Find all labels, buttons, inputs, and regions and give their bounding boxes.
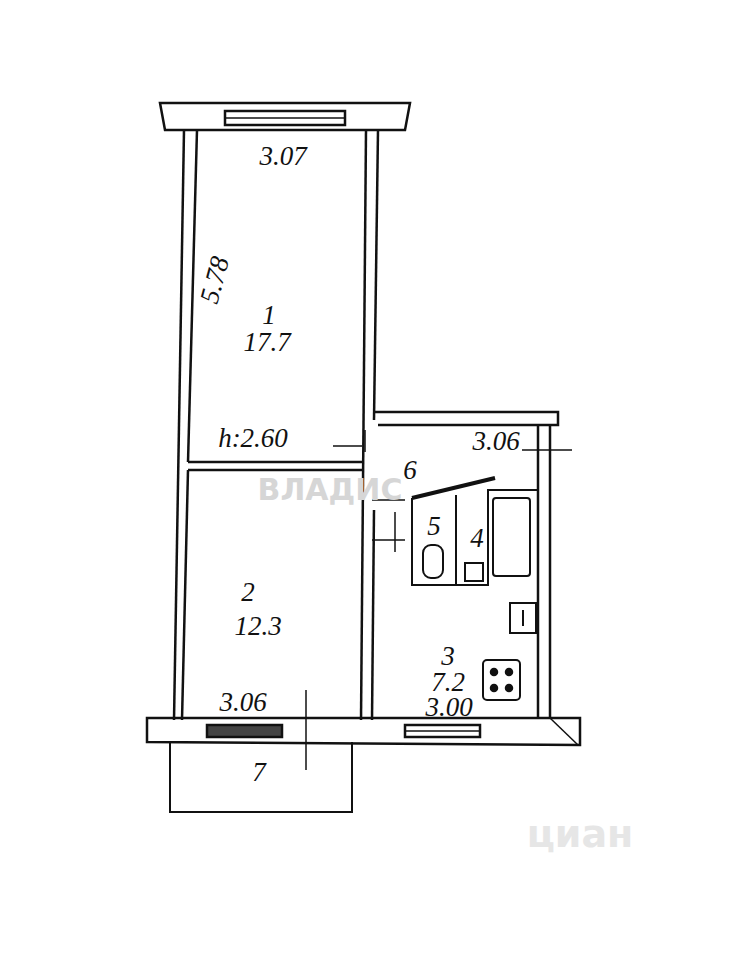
room-label: 6 [403,457,417,484]
door-tick [394,512,396,552]
room-label: 3.06 [219,689,266,716]
toilet [423,545,443,578]
dimension-tick [522,449,572,451]
wall [372,510,374,720]
wall [160,103,410,130]
stove [491,685,497,691]
room-label: h:2.60 [218,425,288,452]
dimension-tick [333,445,362,447]
bathroom-wall [412,478,495,498]
room: 5 [413,500,455,584]
room: 37.23.00 [378,586,510,714]
room-label: 5.78 [196,254,234,307]
stove [491,669,497,675]
wall [549,425,552,718]
wall [147,718,580,745]
wall [182,470,188,720]
room-label: 1 [262,302,276,329]
door-tick [364,430,366,452]
watermark: ВЛАДИС [258,475,403,505]
wall [537,425,540,718]
window [405,725,480,737]
window [225,117,345,119]
wall [188,461,364,464]
wall [188,469,364,472]
wall [374,412,558,425]
bathroom-wall [412,490,538,585]
room: 3.07 5.78 117.7 h:2.60 [197,130,365,462]
room-label: 7 [252,759,266,786]
wall [374,130,378,420]
dimension-tick [305,690,307,770]
stove [506,669,512,675]
door-tick [372,539,405,541]
window [207,725,282,737]
room-label: 3 [441,643,455,670]
room-label: 17.7 [243,329,290,356]
room-label: 12.3 [234,613,281,640]
room-label: 3.07 [259,143,306,170]
room: 7 [172,744,350,810]
room-label: 7.2 [431,669,465,696]
wall [174,130,184,720]
window [405,730,480,732]
room: 4 [457,500,487,562]
wall [361,130,366,720]
watermark: циан [527,815,634,853]
kitchen-sink [522,610,524,626]
room-label: 3.06 [472,428,519,455]
wall [550,718,578,745]
window [225,111,345,125]
room-label: 2 [241,579,255,606]
kitchen-sink [510,603,536,633]
bathtub [493,498,530,576]
stove [506,685,512,691]
bathroom-wall [455,495,457,585]
room-label: 4 [470,525,484,552]
sink [465,563,483,581]
room: 2 12.3 3.06 [188,470,361,718]
room-label: 5 [427,513,441,540]
room-label: 3.00 [425,694,472,721]
stove [483,660,520,700]
balcony [170,742,352,812]
